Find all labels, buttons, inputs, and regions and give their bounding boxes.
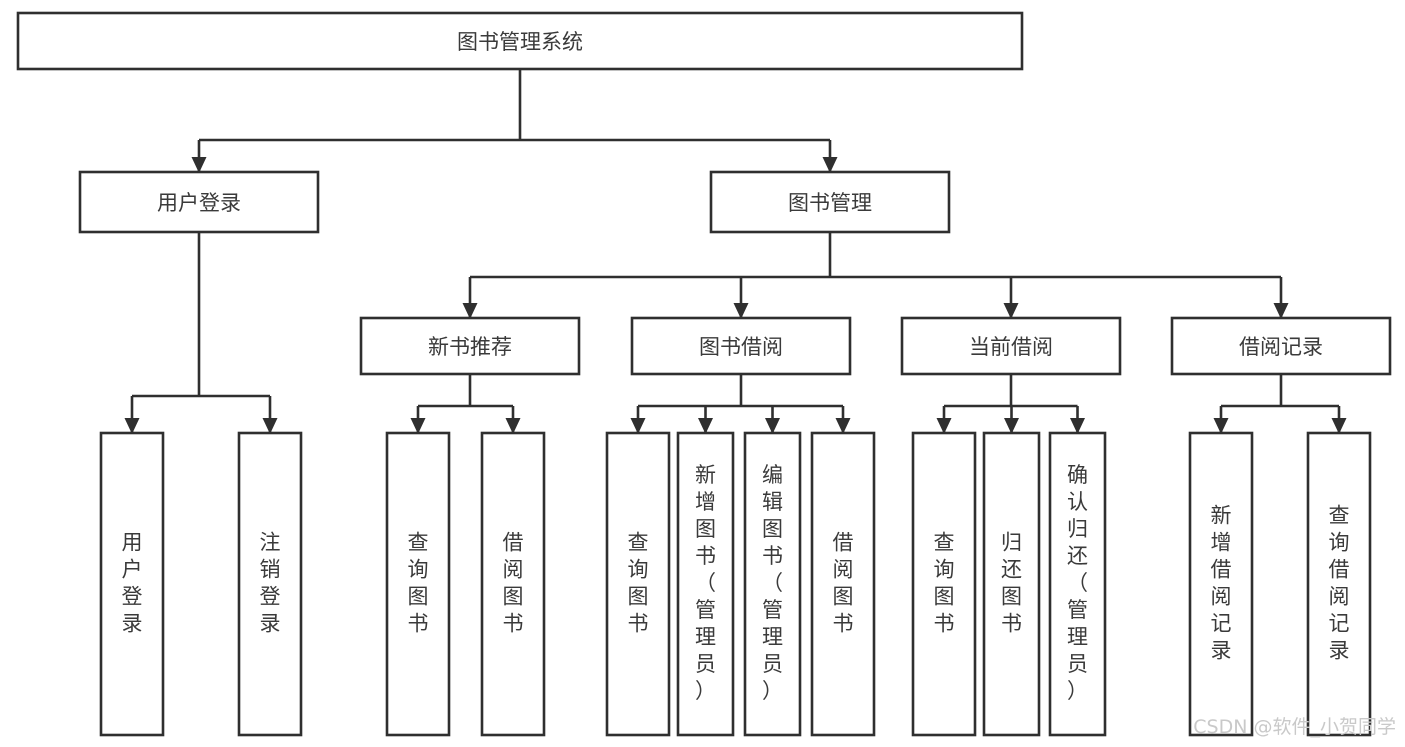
node-leaf-4[interactable]: 查询图书 xyxy=(605,431,671,737)
csdn-watermark: CSDN @软件_小贺同学 xyxy=(1193,716,1396,738)
node-box xyxy=(630,316,852,376)
arrow-head-icon xyxy=(765,418,780,434)
node-box xyxy=(1048,431,1107,737)
node-leaf-6[interactable]: 编辑图书（管理员） xyxy=(743,431,802,737)
node-box xyxy=(709,170,951,234)
arrow-head-icon xyxy=(1003,303,1019,319)
arrow-head-icon xyxy=(191,157,207,173)
node-leaf-11[interactable]: 新增借阅记录 xyxy=(1188,431,1254,737)
node-box xyxy=(99,431,165,737)
node-leaf-2[interactable]: 查询图书 xyxy=(385,431,451,737)
node-box xyxy=(359,316,581,376)
node-l2-1[interactable]: 图书管理 xyxy=(709,170,951,234)
node-box xyxy=(1188,431,1254,737)
arrow-head-icon xyxy=(1331,418,1347,434)
boxes-layer: 图书管理系统用户登录图书管理新书推荐图书借阅当前借阅借阅记录用户登录注销登录查询… xyxy=(16,11,1392,737)
node-root-0[interactable]: 图书管理系统 xyxy=(16,11,1024,71)
arrow-head-icon xyxy=(124,418,140,434)
node-leaf-8[interactable]: 查询图书 xyxy=(911,431,977,737)
arrow-head-icon xyxy=(822,157,838,173)
node-box xyxy=(16,11,1024,71)
node-label-vertical: 查询图书 xyxy=(934,531,955,636)
arrow-head-icon xyxy=(505,418,521,434)
node-label: 图书管理 xyxy=(788,191,872,215)
node-box xyxy=(237,431,303,737)
node-box xyxy=(385,431,451,737)
node-label: 新书推荐 xyxy=(428,335,512,359)
node-box xyxy=(1306,431,1372,737)
node-label: 用户登录 xyxy=(157,191,241,215)
node-box xyxy=(743,431,802,737)
node-label: 图书管理系统 xyxy=(457,30,583,54)
node-label-vertical: 借阅图书 xyxy=(833,531,854,636)
node-box xyxy=(480,431,546,737)
node-label-vertical: 归还图书 xyxy=(1001,531,1022,636)
node-l3-0[interactable]: 新书推荐 xyxy=(359,316,581,376)
arrow-head-icon xyxy=(1004,418,1019,434)
node-label-vertical: 查询图书 xyxy=(628,531,649,636)
node-box xyxy=(911,431,977,737)
arrow-head-icon xyxy=(410,418,426,434)
node-label-vertical: 借阅图书 xyxy=(503,531,524,636)
node-label-vertical: 新增借阅记录 xyxy=(1211,504,1232,663)
node-label-vertical: 编辑图书（管理员） xyxy=(762,463,783,703)
node-box xyxy=(810,431,876,737)
node-box xyxy=(78,170,320,234)
node-box xyxy=(900,316,1122,376)
node-leaf-0[interactable]: 用户登录 xyxy=(99,431,165,737)
node-l3-2[interactable]: 当前借阅 xyxy=(900,316,1122,376)
arrow-head-icon xyxy=(698,418,713,434)
arrow-head-icon xyxy=(835,418,851,434)
arrow-head-icon xyxy=(733,303,749,319)
node-label-vertical: 新增图书（管理员） xyxy=(695,463,716,703)
arrow-head-icon xyxy=(936,418,952,434)
node-leaf-12[interactable]: 查询借阅记录 xyxy=(1306,431,1372,737)
node-label-vertical: 用户登录 xyxy=(122,531,143,636)
node-leaf-3[interactable]: 借阅图书 xyxy=(480,431,546,737)
node-leaf-5[interactable]: 新增图书（管理员） xyxy=(676,431,735,737)
node-label-vertical: 确认归还（管理员） xyxy=(1067,463,1088,703)
node-label-vertical: 注销登录 xyxy=(260,531,281,636)
arrow-head-icon xyxy=(630,418,646,434)
node-box xyxy=(1170,316,1392,376)
node-label-vertical: 查询借阅记录 xyxy=(1329,504,1350,663)
node-box xyxy=(605,431,671,737)
node-leaf-10[interactable]: 确认归还（管理员） xyxy=(1048,431,1107,737)
node-leaf-7[interactable]: 借阅图书 xyxy=(810,431,876,737)
node-leaf-1[interactable]: 注销登录 xyxy=(237,431,303,737)
node-box xyxy=(982,431,1041,737)
node-label: 借阅记录 xyxy=(1239,335,1323,359)
node-leaf-9[interactable]: 归还图书 xyxy=(982,431,1041,737)
node-l3-1[interactable]: 图书借阅 xyxy=(630,316,852,376)
arrow-head-icon xyxy=(1213,418,1229,434)
arrow-head-icon xyxy=(1070,418,1085,434)
arrow-head-icon xyxy=(1273,303,1289,319)
node-l3-3[interactable]: 借阅记录 xyxy=(1170,316,1392,376)
node-label: 图书借阅 xyxy=(699,335,783,359)
node-box xyxy=(676,431,735,737)
node-l2-0[interactable]: 用户登录 xyxy=(78,170,320,234)
arrow-head-icon xyxy=(262,418,278,434)
node-label: 当前借阅 xyxy=(969,335,1053,359)
connectors-layer xyxy=(124,69,1347,434)
arrow-head-icon xyxy=(462,303,478,319)
node-label-vertical: 查询图书 xyxy=(408,531,429,636)
